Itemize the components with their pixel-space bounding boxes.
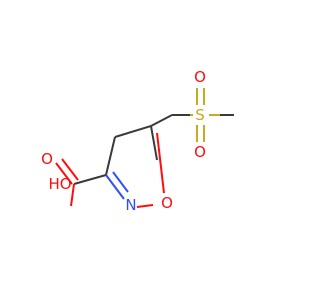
bond-cacid-oh — [70, 183, 75, 207]
hydroxyl-label: HO — [48, 175, 71, 193]
atom-labels: HO O N O S O O — [41, 68, 206, 214]
sulfonyl-oxygen-top-label: O — [194, 68, 206, 86]
bond-o-c5-partA — [150, 125, 158, 161]
bond-cacid-o-double — [61, 158, 79, 181]
ring-nitrogen-label: N — [125, 196, 136, 214]
bond-cacid-o — [55, 162, 73, 185]
ring-oxygen-label: O — [161, 194, 173, 212]
bond-c4-c5 — [114, 125, 152, 138]
sulfur-label: S — [195, 106, 205, 124]
bond-c3-n-double — [112, 171, 129, 193]
carbonyl-oxygen-label: O — [41, 150, 53, 168]
structure-diagram: HO O N O S O O — [41, 68, 234, 214]
bond-c3-cacid — [73, 174, 107, 185]
bond-c5-ch2 — [150, 114, 173, 127]
bond-c4-c3 — [105, 136, 116, 176]
bonds — [55, 88, 234, 208]
bond-n-o — [136, 204, 154, 208]
sulfonyl-oxygen-bottom-label: O — [194, 143, 206, 161]
bond-c3-n — [105, 174, 125, 200]
molecule-canvas: HO O N O S O O — [41, 68, 234, 214]
bond-o-c5 — [156, 132, 165, 194]
